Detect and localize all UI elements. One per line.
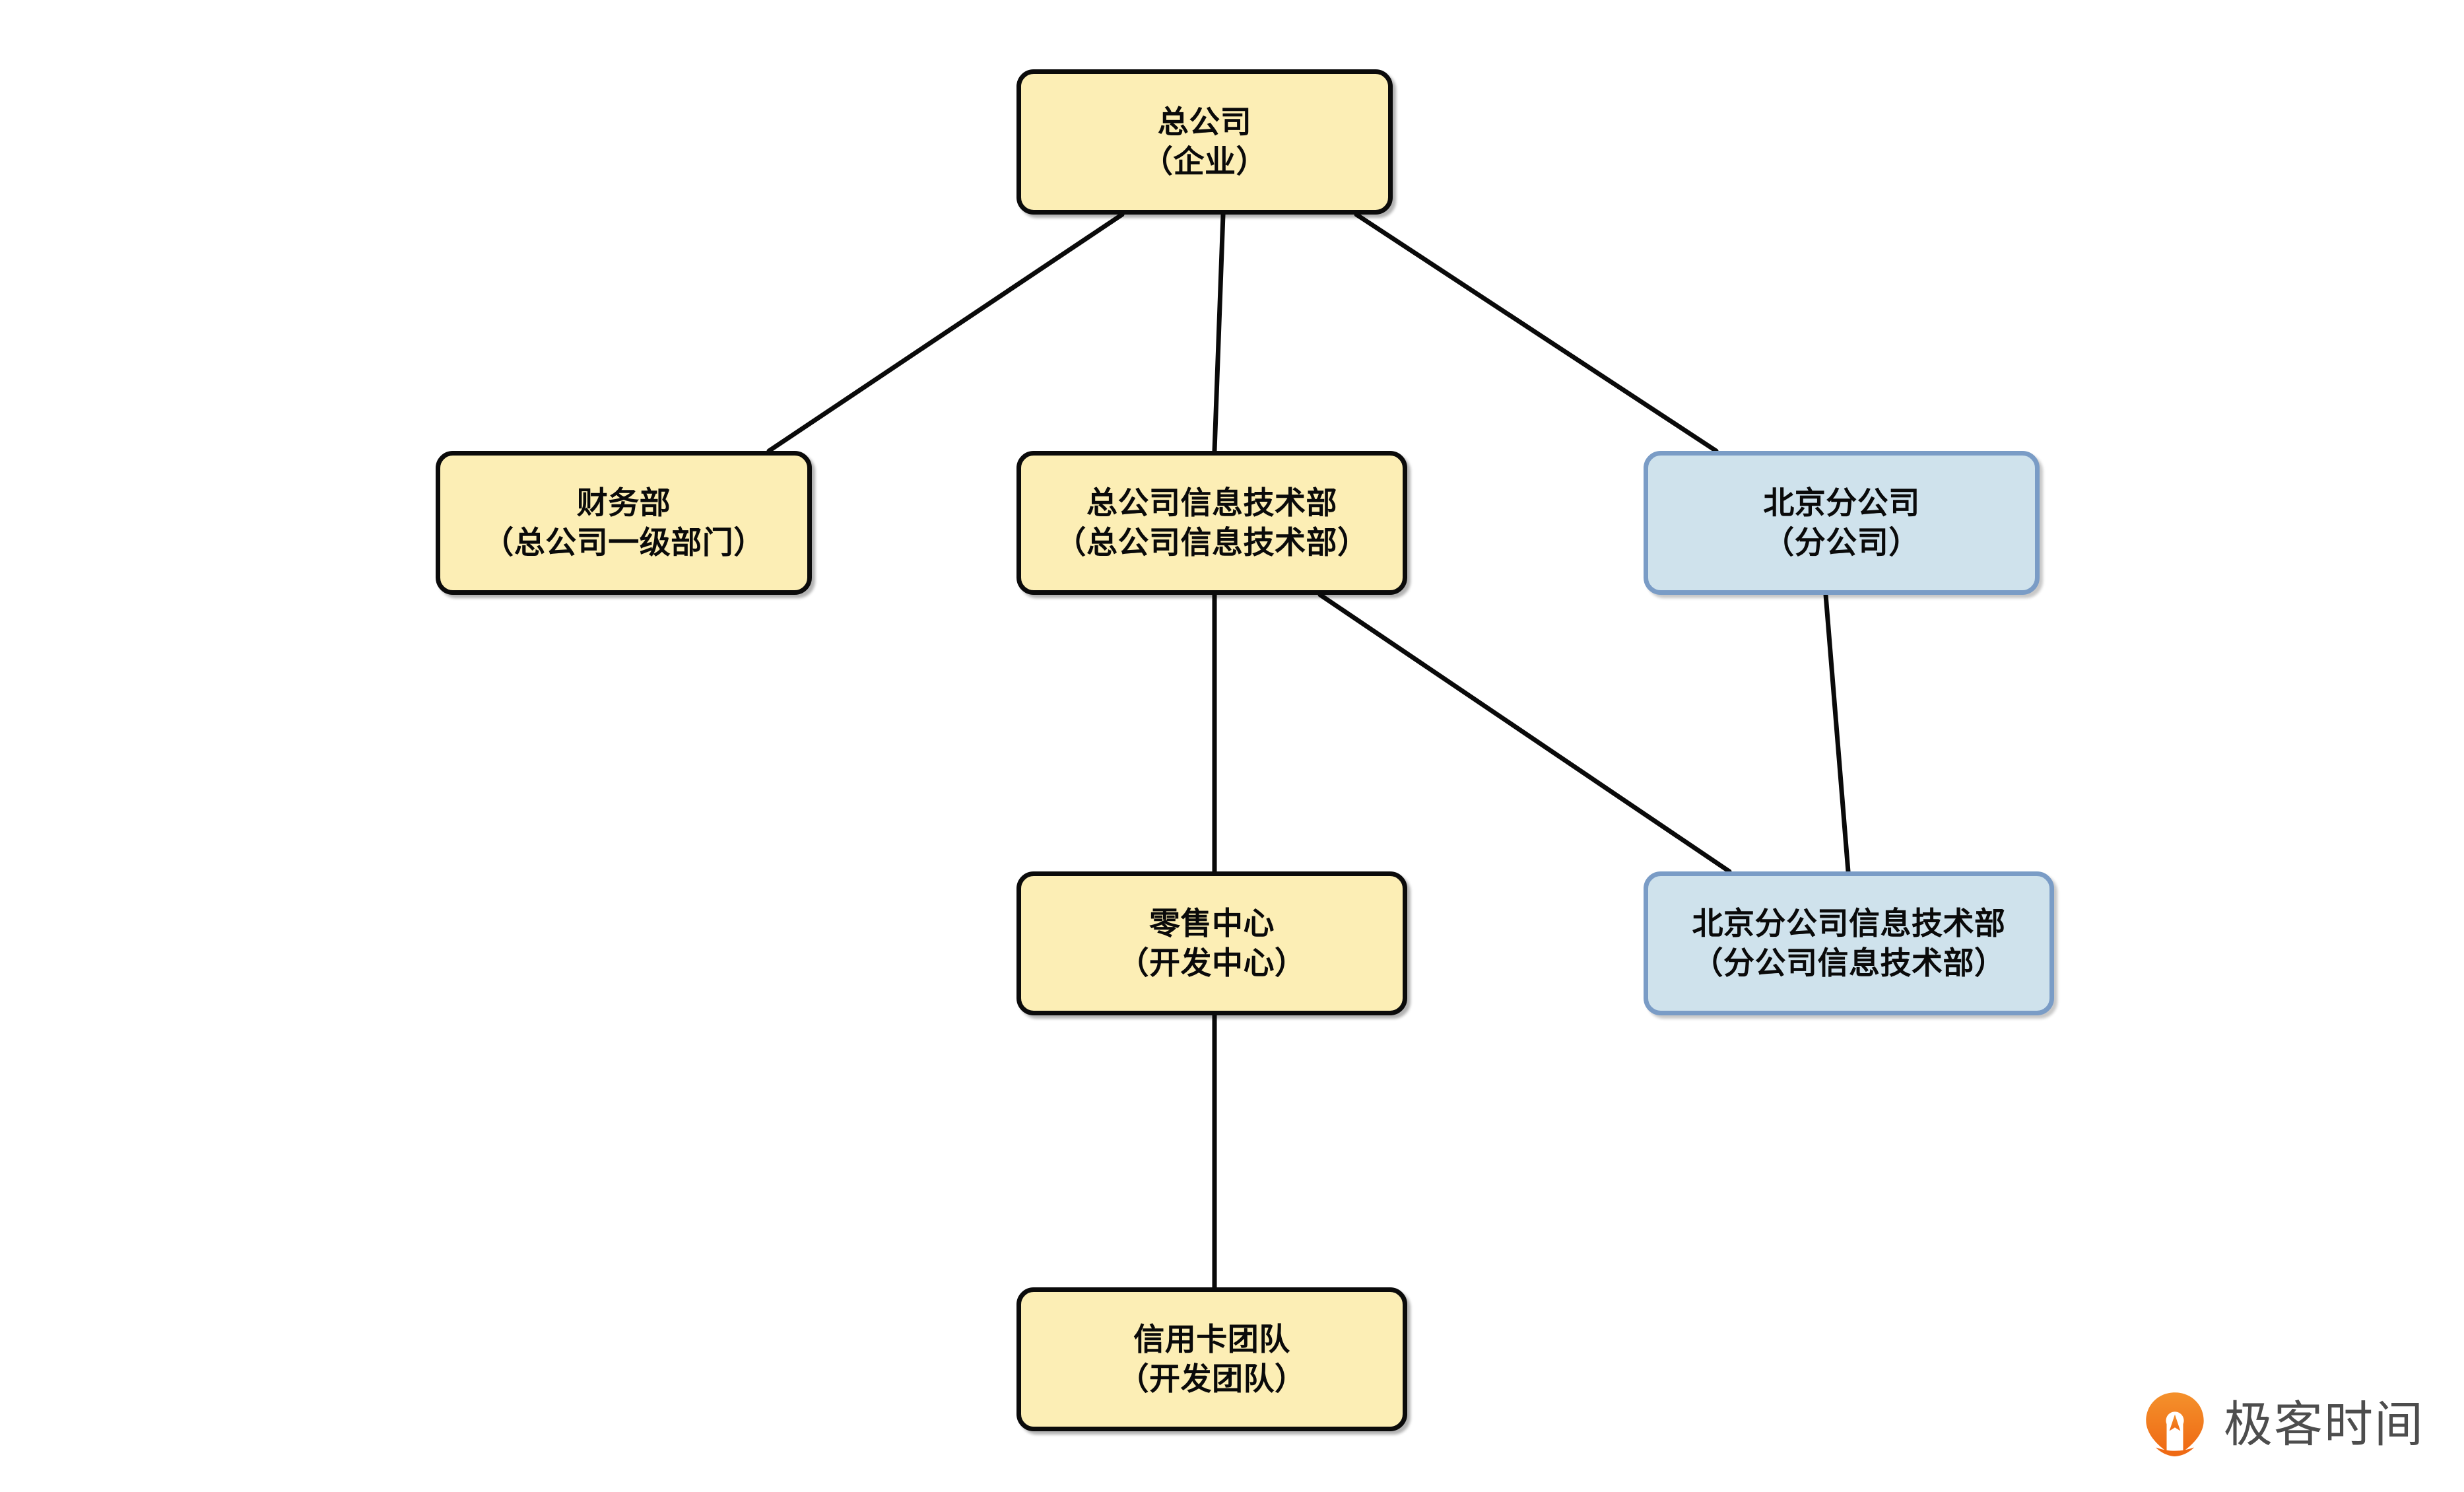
org-node-subtitle: （企业） <box>1142 144 1267 179</box>
org-node-subtitle: （开发中心） <box>1117 945 1306 980</box>
org-node-retail[interactable]: 零售中心 （开发中心） <box>1016 871 1407 1015</box>
org-node-title: 北京分公司 <box>1763 485 1920 520</box>
org-node-branch[interactable]: 北京分公司 （分公司） <box>1644 451 2040 595</box>
org-node-title: 总公司信息技术部 <box>1086 485 1337 520</box>
geektime-pin-logo-icon <box>2141 1388 2209 1460</box>
org-node-branch-it[interactable]: 北京分公司信息技术部 （分公司信息技术部） <box>1644 871 2054 1015</box>
edge-root-hq-it <box>1212 212 1226 454</box>
org-node-title: 财务部 <box>576 485 671 520</box>
org-node-title: 零售中心 <box>1149 905 1275 941</box>
org-node-finance[interactable]: 财务部 （总公司一级部门） <box>436 451 812 595</box>
brand-watermark: 极客时间 <box>2141 1388 2424 1460</box>
org-node-credit[interactable]: 信用卡团队 （开发团队） <box>1016 1287 1407 1431</box>
org-node-hq-it[interactable]: 总公司信息技术部 （总公司信息技术部） <box>1016 451 1407 595</box>
edge-root-finance <box>766 212 1125 454</box>
org-node-subtitle: （分公司信息技术部） <box>1692 945 2006 980</box>
org-node-subtitle: （总公司信息技术部） <box>1055 525 1369 560</box>
edge-branch-branch-it <box>1823 592 1851 874</box>
org-node-title: 北京分公司信息技术部 <box>1692 905 2006 941</box>
brand-name: 极客时间 <box>2224 1396 2424 1452</box>
org-node-subtitle: （总公司一级部门） <box>483 525 765 560</box>
edge-hq-it-branch-it <box>1317 592 1732 874</box>
org-node-title: 总公司 <box>1157 104 1252 139</box>
org-node-title: 信用卡团队 <box>1133 1321 1290 1357</box>
org-node-root[interactable]: 总公司 （企业） <box>1016 69 1393 215</box>
org-node-subtitle: （开发团队） <box>1117 1361 1306 1396</box>
org-node-subtitle: （分公司） <box>1763 525 1920 560</box>
edge-root-branch <box>1354 212 1719 454</box>
